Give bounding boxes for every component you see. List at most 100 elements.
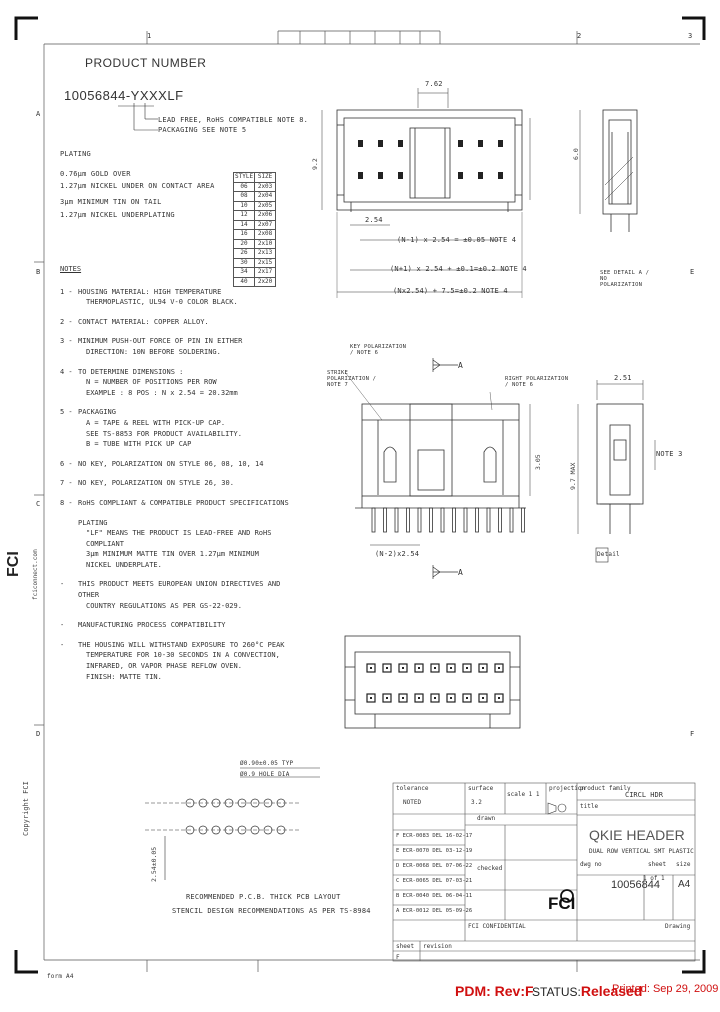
note-line: TEMPERATURE FOR 10-30 SECONDS IN A CONVE… bbox=[86, 651, 280, 660]
note-line: MANUFACTURING PROCESS COMPATIBILITY bbox=[78, 621, 226, 630]
side-view bbox=[577, 380, 656, 563]
top-view-pin bbox=[378, 140, 383, 147]
product-number-heading: PRODUCT NUMBER bbox=[85, 56, 207, 70]
bottom-view-pad-dot bbox=[498, 697, 500, 699]
bottom-view-pad bbox=[462, 663, 472, 673]
front-callout-3: STRIKE POLARIZATION / NOTE 7 bbox=[327, 370, 377, 388]
dim-top-height: 9.2 bbox=[311, 158, 319, 170]
note-item: PLATING"LF" MEANS THE PRODUCT IS LEAD-FR… bbox=[60, 518, 300, 571]
note-number: 1 - bbox=[60, 287, 73, 296]
border-row-f: F bbox=[690, 730, 695, 738]
bottom-view-pad-dot bbox=[402, 697, 404, 699]
note-line: INFRARED, OR VAPOR PHASE REFLOW OVEN. bbox=[86, 662, 242, 671]
pcb-label-2: Ø0.9 HOLE DIA bbox=[240, 771, 290, 778]
dim-pin-spacing: (N-2)x2.54 bbox=[375, 550, 420, 558]
bottom-view-pad bbox=[478, 693, 488, 703]
top-view-pins bbox=[358, 140, 503, 179]
pcb-hole bbox=[224, 825, 234, 835]
dim-b: (N+1) x 2.54 + ±0.1=±0.2 NOTE 4 bbox=[390, 265, 527, 273]
note-line: NICKEL UNDERPLATE. bbox=[86, 560, 162, 569]
surface-value: 3.2 bbox=[471, 799, 482, 806]
note-number: 5 - bbox=[60, 408, 73, 417]
note-item: -THE HOUSING WILL WITHSTAND EXPOSURE TO … bbox=[60, 640, 300, 682]
confidential: FCI CONFIDENTIAL bbox=[468, 923, 526, 930]
note-item: 8 -RoHS COMPLIANT & COMPATIBLE PRODUCT S… bbox=[60, 498, 300, 509]
revision-entry: E ECR-0070 DEL 03-12-19 bbox=[396, 848, 473, 854]
status: STATUS:Released bbox=[532, 983, 642, 999]
border-row-a: A bbox=[36, 110, 41, 118]
front-callout-1: KEY POLARIZATION / NOTE 6 bbox=[350, 344, 407, 356]
revision-entry: C ECR-0065 DEL 07-03-21 bbox=[396, 878, 473, 884]
bottom-view-pad-dot bbox=[386, 697, 388, 699]
dim-c: (Nx2.54) + 7.5=±0.2 NOTE 4 bbox=[393, 287, 508, 295]
note-line: MINIMUM PUSH-OUT FORCE OF PIN IN EITHER bbox=[78, 337, 243, 346]
drawn-label: drawn bbox=[477, 815, 496, 822]
bottom-view-pad-dot bbox=[418, 697, 420, 699]
pcb-hole bbox=[276, 825, 286, 835]
front-view-pin bbox=[394, 507, 399, 533]
size-value: A4 bbox=[678, 879, 691, 890]
style-table-cell: 2x13 bbox=[254, 248, 277, 259]
note-number: 3 - bbox=[60, 337, 73, 346]
title-block-grid bbox=[392, 782, 696, 962]
note-line: HOUSING MATERIAL: HIGH TEMPERATURE bbox=[78, 287, 222, 296]
style-table-cell: 26 bbox=[232, 248, 256, 259]
dim-side2-note: NOTE 3 bbox=[656, 450, 683, 458]
front-view-pin bbox=[406, 507, 410, 533]
bottom-view-pad-dot bbox=[482, 697, 484, 699]
dim-a: (N-1) x 2.54 = ±0.05 NOTE 4 bbox=[397, 236, 517, 244]
style-table-cell: 2x05 bbox=[254, 200, 277, 211]
surface-label: surface bbox=[468, 785, 494, 792]
note-line: N = NUMBER OF POSITIONS PER ROW bbox=[86, 378, 217, 387]
revision-label: revision bbox=[423, 943, 452, 950]
note-body: TO DETERMINE DIMENSIONS :N = NUMBER OF P… bbox=[78, 367, 300, 399]
note-line: FINISH: MATTE TIN. bbox=[86, 672, 162, 681]
bottom-view-pad-dot bbox=[466, 667, 468, 669]
pcb-hole bbox=[198, 798, 208, 808]
style-table-cell: 08 bbox=[232, 191, 256, 202]
note-item: -THIS PRODUCT MEETS EUROPEAN UNION DIREC… bbox=[60, 579, 300, 611]
tolerance-value: NOTED bbox=[403, 799, 422, 806]
pcb-hole bbox=[185, 798, 195, 808]
note-item: 6 -NO KEY, POLARIZATION ON STYLE 06, 08,… bbox=[60, 459, 300, 470]
front-view bbox=[344, 358, 531, 579]
note-body: RoHS COMPLIANT & COMPATIBLE PRODUCT SPEC… bbox=[78, 498, 300, 509]
projection-symbol bbox=[547, 802, 567, 815]
bottom-view-pad-dot bbox=[402, 667, 404, 669]
note-body: PLATING"LF" MEANS THE PRODUCT IS LEAD-FR… bbox=[78, 518, 300, 571]
top-view-pin bbox=[358, 140, 363, 147]
pcb-dim-vertical: 2.54±0.05 bbox=[150, 846, 158, 882]
note-item: -MANUFACTURING PROCESS COMPATIBILITY bbox=[60, 620, 300, 631]
printed-date: Printed: Sep 29, 2009 bbox=[612, 983, 719, 995]
pcb-hole bbox=[263, 798, 273, 808]
note-body: THE HOUSING WILL WITHSTAND EXPOSURE TO 2… bbox=[78, 640, 300, 682]
revision-entry: D ECR-0068 DEL 07-06-22 bbox=[396, 863, 473, 869]
dwg-no-label: dwg no bbox=[580, 861, 602, 868]
drawing-title: QKIE HEADER bbox=[589, 827, 685, 843]
note-number bbox=[60, 518, 78, 571]
style-table-cell: 10 bbox=[232, 200, 256, 211]
bottom-view-pad-dot bbox=[370, 667, 372, 669]
top-view-pin bbox=[398, 140, 403, 147]
front-view-pin bbox=[440, 507, 445, 533]
section-label-top: A bbox=[458, 361, 464, 370]
form-label: form A4 bbox=[47, 973, 74, 980]
style-table-cell: 2x03 bbox=[254, 181, 277, 192]
plating-heading: PLATING bbox=[60, 150, 91, 158]
note-item: 3 - MINIMUM PUSH-OUT FORCE OF PIN IN EITH… bbox=[60, 336, 300, 357]
note-number: 2 - bbox=[60, 317, 73, 326]
note-line: EXAMPLE : 8 POS : N x 2.54 = 20.32mm bbox=[86, 388, 238, 397]
pcb-hole bbox=[198, 825, 208, 835]
corner-marks bbox=[14, 16, 706, 974]
border-col-2: 2 bbox=[577, 32, 582, 40]
style-table-cell: 40 bbox=[232, 276, 256, 287]
